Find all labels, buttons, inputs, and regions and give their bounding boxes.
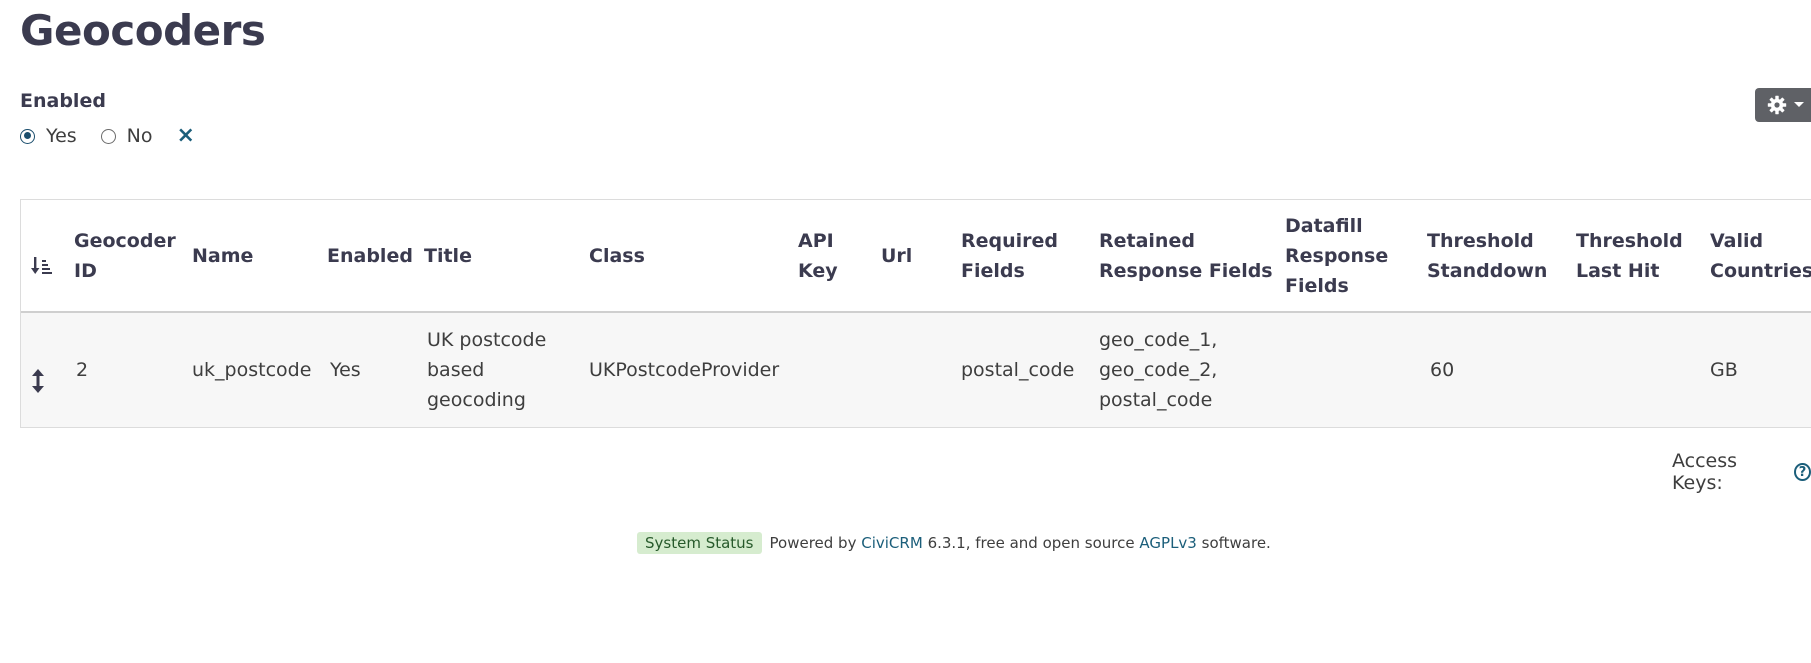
col-required-fields[interactable]: Required Fields xyxy=(961,229,1059,282)
col-datafill-response-fields[interactable]: Datafill Response Fields xyxy=(1285,214,1389,297)
enabled-yes-label: Yes xyxy=(46,125,77,147)
agplv3-link[interactable]: AGPLv3 xyxy=(1139,534,1197,552)
help-icon[interactable]: ? xyxy=(1794,463,1811,481)
cell-threshold-standdown[interactable]: 60 xyxy=(1430,359,1455,381)
sort-order-icon[interactable] xyxy=(31,225,55,286)
powered-by-prefix: Powered by xyxy=(769,534,857,552)
settings-menu-button[interactable] xyxy=(1755,88,1811,122)
cell-class[interactable]: UKPostcodeProvider xyxy=(589,359,780,381)
software-suffix: software. xyxy=(1201,534,1271,552)
cell-datafill-response-fields[interactable] xyxy=(1285,313,1415,427)
drag-handle-icon[interactable] xyxy=(31,339,45,402)
enabled-filter: Yes No × xyxy=(20,124,195,148)
cell-title[interactable]: UK postcode based geocoding xyxy=(427,329,547,411)
enabled-no-label: No xyxy=(126,125,153,147)
col-enabled[interactable]: Enabled xyxy=(327,244,413,267)
civicrm-link[interactable]: CiviCRM xyxy=(861,534,923,552)
geocoders-table: Geocoder ID Name Enabled Title Class API… xyxy=(20,199,1811,428)
col-valid-countries[interactable]: Valid Countries xyxy=(1710,229,1811,282)
system-status-badge[interactable]: System Status xyxy=(637,532,762,554)
page-title: Geocoders xyxy=(20,6,266,55)
enabled-no-radio[interactable] xyxy=(100,128,116,144)
version-text: 6.3.1, free and open source xyxy=(927,534,1135,552)
cell-name[interactable]: uk_postcode xyxy=(192,359,312,381)
powered-by-footer: System Status Powered by CiviCRM 6.3.1, … xyxy=(637,531,1271,555)
cell-required-fields[interactable]: postal_code xyxy=(961,359,1075,381)
col-retained-response-fields[interactable]: Retained Response Fields xyxy=(1099,229,1273,282)
cell-geocoder-id: 2 xyxy=(76,359,89,381)
enabled-yes-radio[interactable] xyxy=(20,128,35,144)
enabled-yes-option[interactable]: Yes xyxy=(20,125,77,147)
col-geocoder-id[interactable]: Geocoder ID xyxy=(74,229,176,282)
cell-valid-countries[interactable]: GB xyxy=(1710,359,1738,381)
col-api-key[interactable]: API Key xyxy=(798,229,838,282)
access-keys: Access Keys: ? xyxy=(1672,450,1811,494)
enabled-filter-label: Enabled xyxy=(20,90,106,112)
gear-icon xyxy=(1767,95,1787,115)
drag-handle[interactable] xyxy=(31,313,71,427)
col-class[interactable]: Class xyxy=(589,244,645,267)
cell-url[interactable] xyxy=(881,313,956,427)
cell-api-key[interactable] xyxy=(798,313,878,427)
col-threshold-last-hit[interactable]: Threshold Last Hit xyxy=(1576,229,1683,282)
table-row: 2 uk_postcode Yes UK postcode based geoc… xyxy=(21,313,1811,427)
cell-threshold-last-hit[interactable] xyxy=(1576,313,1711,427)
enabled-no-option[interactable]: No xyxy=(100,125,153,147)
col-threshold-standdown[interactable]: Threshold Standdown xyxy=(1427,229,1548,282)
caret-down-icon xyxy=(1793,101,1805,109)
clear-filter-icon[interactable]: × xyxy=(176,123,195,148)
sort-column-header[interactable] xyxy=(31,200,71,311)
table-header-row: Geocoder ID Name Enabled Title Class API… xyxy=(21,200,1811,313)
col-title[interactable]: Title xyxy=(424,244,472,267)
col-url[interactable]: Url xyxy=(881,244,913,267)
col-name[interactable]: Name xyxy=(192,244,254,267)
cell-retained-response-fields[interactable]: geo_code_1, geo_code_2, postal_code xyxy=(1099,329,1218,411)
access-keys-label: Access Keys: xyxy=(1672,450,1738,494)
cell-enabled[interactable]: Yes xyxy=(330,359,361,381)
